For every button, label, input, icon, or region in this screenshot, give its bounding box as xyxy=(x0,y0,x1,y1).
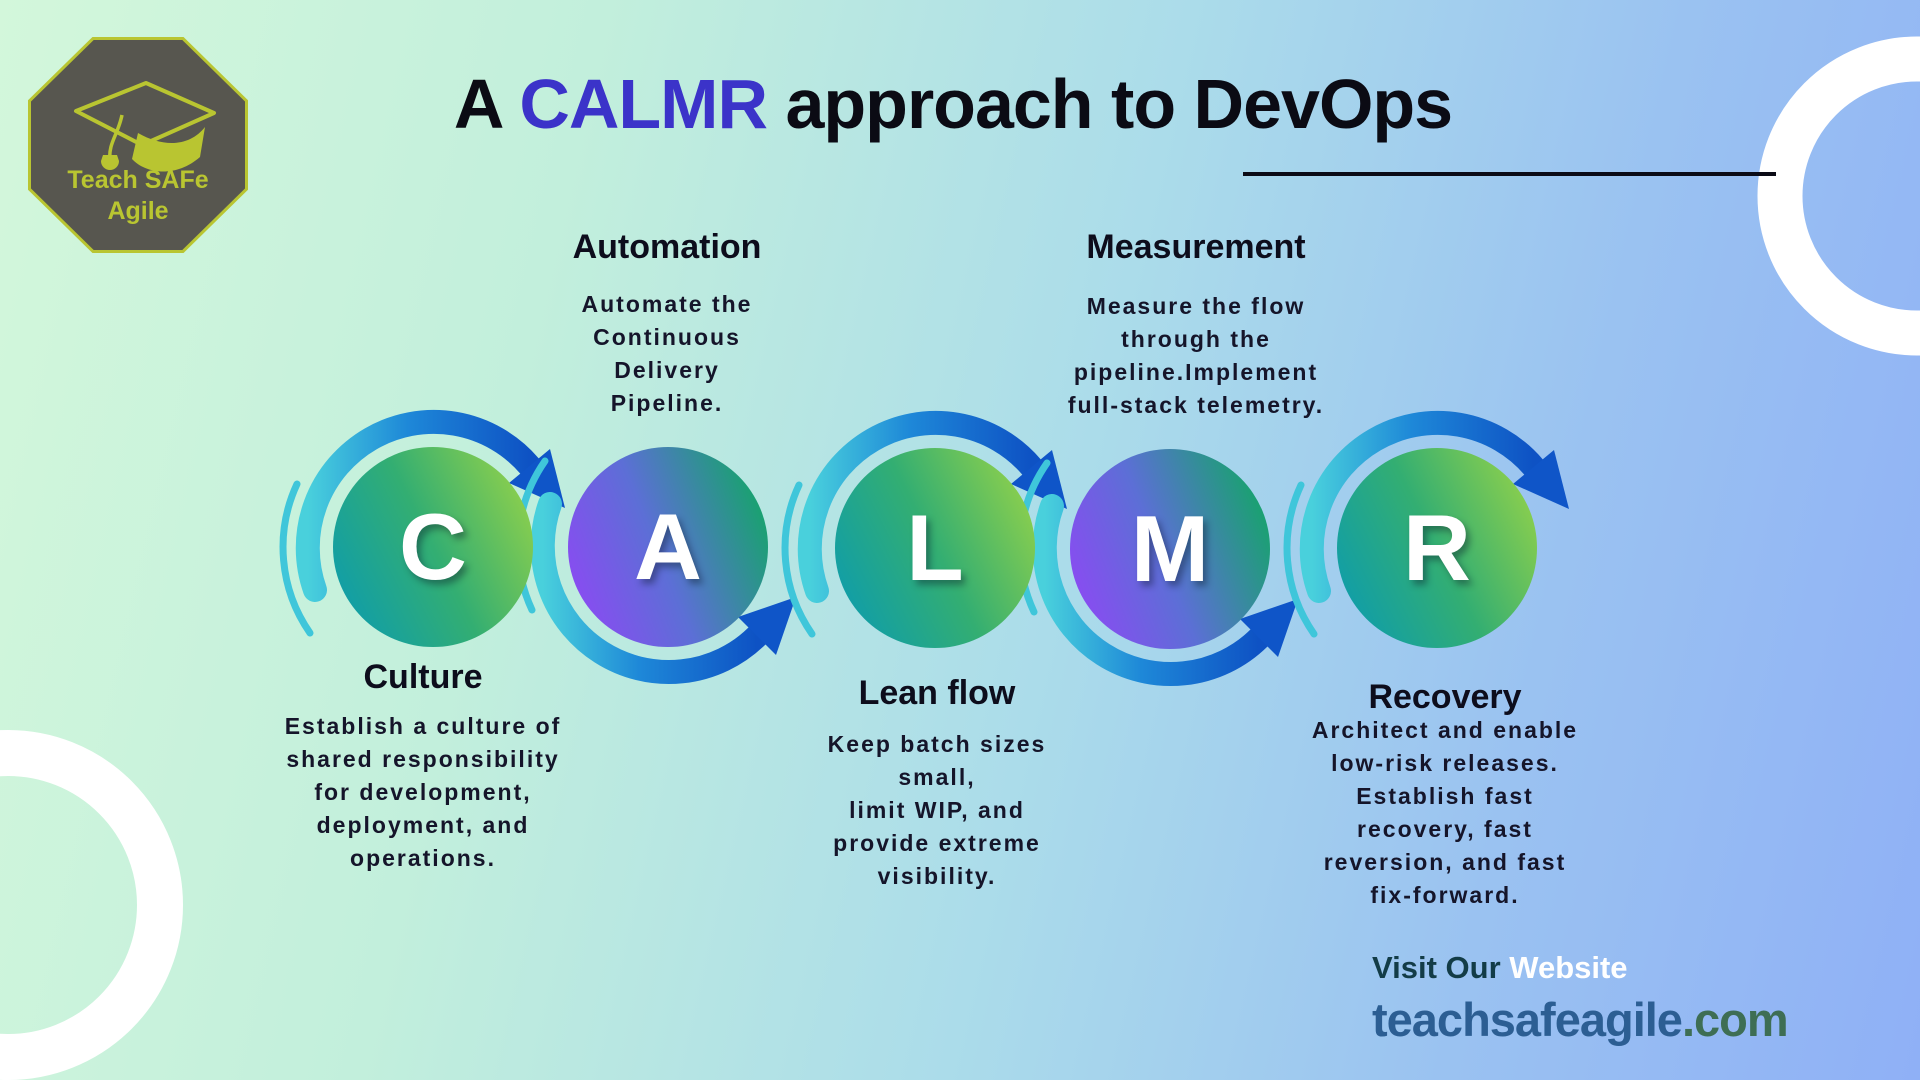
graduation-cap-icon xyxy=(74,81,216,172)
step-letter-c: C xyxy=(399,494,467,599)
step-letter-a: A xyxy=(634,494,702,599)
step-circle-automation xyxy=(568,447,768,647)
website-url-tld[interactable]: .com xyxy=(1681,993,1789,1046)
website-url-name[interactable]: teachsafeagile xyxy=(1372,993,1683,1046)
step-label-culture: Culture xyxy=(363,658,483,696)
visit-our-website-label: Visit Our Website xyxy=(1372,950,1628,986)
title-underline xyxy=(1243,172,1776,176)
step-letter-l: L xyxy=(906,495,964,600)
step-desc-lean-flow: Keep batch sizes small, limit WIP, and p… xyxy=(827,731,1047,889)
step-label-recovery: Recovery xyxy=(1368,678,1522,716)
title-suffix: approach to DevOps xyxy=(767,65,1453,143)
step-letter-r: R xyxy=(1403,495,1471,600)
logo-line1: Teach SAFe xyxy=(67,166,209,194)
logo-text: Teach SAFe Agile xyxy=(28,165,248,228)
step-circle-recovery xyxy=(1337,448,1537,648)
step-desc-automation: Automate the Continuous Delivery Pipelin… xyxy=(581,291,753,416)
visit-prefix: Visit Our xyxy=(1372,950,1510,985)
step-desc-culture: Establish a culture of shared responsibi… xyxy=(284,713,562,871)
title-highlight: CALMR xyxy=(519,65,768,143)
step-label-lean-flow: Lean flow xyxy=(858,674,1016,712)
step-circle-culture xyxy=(333,447,533,647)
brand-logo: Teach SAFe Agile xyxy=(28,37,248,253)
website-url[interactable]: teachsafeagile.com xyxy=(1372,992,1789,1047)
step-circle-lean-flow xyxy=(835,448,1035,648)
page-title: A CALMR approach to DevOps xyxy=(293,64,1613,144)
title-prefix: A xyxy=(453,65,520,143)
step-label-automation: Automation xyxy=(572,228,762,266)
step-circle-measurement xyxy=(1070,449,1270,649)
step-desc-recovery: Architect and enable low-risk releases. … xyxy=(1311,717,1579,908)
step-desc-measurement: Measure the flow through the pipeline.Im… xyxy=(1067,293,1325,418)
step-letter-m: M xyxy=(1130,496,1210,601)
logo-line2: Agile xyxy=(107,197,169,226)
step-label-measurement: Measurement xyxy=(1086,228,1306,266)
visit-highlight: Website xyxy=(1509,950,1628,985)
